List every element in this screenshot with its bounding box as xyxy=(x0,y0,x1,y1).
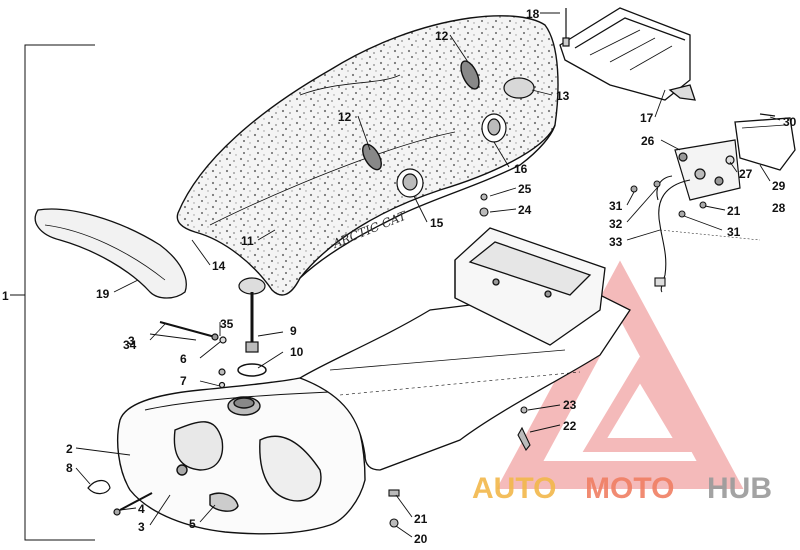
hose-8 xyxy=(87,479,111,495)
part-number-labels: 1 2 3 3 4 5 6 7 8 9 10 11 12 12 13 14 15… xyxy=(2,7,797,546)
label-27: 27 xyxy=(739,167,753,181)
label-22: 22 xyxy=(563,419,577,433)
label-12a: 12 xyxy=(435,29,449,43)
label-25: 25 xyxy=(518,182,532,196)
watermark-triangle xyxy=(496,260,744,489)
watermark-word-moto: MOTO xyxy=(585,472,674,505)
seat-plug-13 xyxy=(503,77,535,99)
watermark-logo: AUTO MOTO HUB xyxy=(472,472,772,505)
o-ring-10 xyxy=(237,363,267,377)
leader-lines xyxy=(75,12,781,538)
label-12b: 12 xyxy=(338,110,352,124)
label-3a: 3 xyxy=(128,334,135,348)
watermark-word-auto: AUTO xyxy=(472,472,556,505)
label-29: 29 xyxy=(772,179,786,193)
storage-console xyxy=(454,227,606,346)
label-33: 33 xyxy=(609,235,623,249)
seat-cushion xyxy=(176,15,559,296)
label-16: 16 xyxy=(514,162,528,176)
label-18: 18 xyxy=(526,7,540,21)
small-fasteners xyxy=(630,180,707,218)
label-26: 26 xyxy=(641,134,655,148)
label-8: 8 xyxy=(66,461,73,475)
assembly-bracket xyxy=(10,44,95,541)
rod-34 xyxy=(159,321,227,389)
label-34: 34 xyxy=(123,338,137,352)
watermark-word-hub: HUB xyxy=(707,472,772,505)
label-6: 6 xyxy=(180,352,187,366)
label-35: 35 xyxy=(220,317,234,331)
label-24: 24 xyxy=(518,203,532,217)
label-9: 9 xyxy=(290,324,297,338)
cap-16 xyxy=(481,113,507,143)
cap-15 xyxy=(396,168,424,198)
label-11: 11 xyxy=(241,234,254,248)
label-20: 20 xyxy=(414,532,428,546)
label-19: 19 xyxy=(96,287,110,301)
label-4: 4 xyxy=(138,502,145,516)
label-14: 14 xyxy=(212,259,226,273)
label-17: 17 xyxy=(640,111,654,125)
label-7: 7 xyxy=(180,374,187,388)
label-21a: 21 xyxy=(414,512,428,526)
label-30: 30 xyxy=(783,115,797,129)
label-3b: 3 xyxy=(138,520,145,534)
label-1: 1 xyxy=(2,289,9,303)
taillight-lens-29 xyxy=(734,113,796,171)
label-21b: 21 xyxy=(727,204,741,218)
label-10: 10 xyxy=(290,345,304,359)
bolt-4 xyxy=(113,492,153,516)
label-31b: 31 xyxy=(727,225,741,239)
rear-flap-19 xyxy=(34,208,187,299)
label-32: 32 xyxy=(609,217,623,231)
label-31a: 31 xyxy=(609,199,623,213)
label-13: 13 xyxy=(556,89,570,103)
tail-bag-17 xyxy=(559,7,696,101)
fuel-tank-2 xyxy=(117,376,366,535)
pin-18 xyxy=(562,8,570,47)
label-28: 28 xyxy=(772,201,786,215)
label-2: 2 xyxy=(66,442,73,456)
label-15: 15 xyxy=(430,216,444,230)
taillight-housing-26 xyxy=(674,139,741,201)
fuel-sender-9 xyxy=(238,277,266,353)
bottom-fasteners xyxy=(388,193,531,528)
label-23: 23 xyxy=(563,398,577,412)
label-5: 5 xyxy=(189,517,196,531)
